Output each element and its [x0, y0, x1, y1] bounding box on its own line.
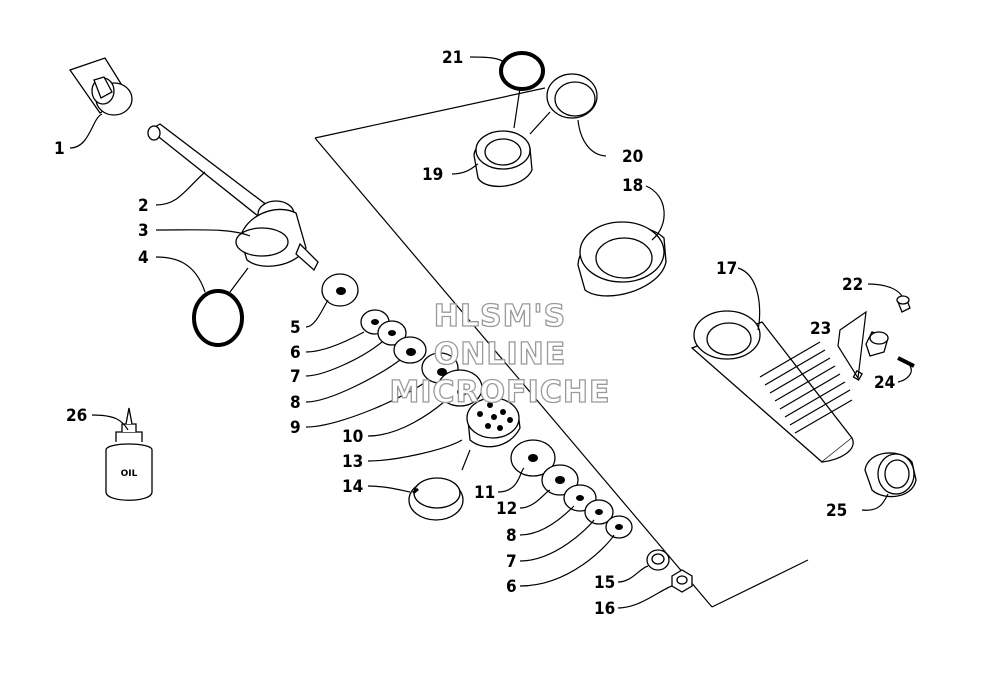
- part-valve-o-ring: [897, 356, 915, 368]
- part-shock-body: [690, 310, 854, 463]
- watermark-line-2: ONLINE: [434, 337, 567, 372]
- part-lower-bushing: [864, 452, 917, 498]
- part-valve-screw: [896, 295, 911, 313]
- part-o-ring-large: [192, 289, 244, 347]
- callout-labels: 1 2 3 4 5 6 7 8 9 10 11 12 8 7 6 13 14 1…: [54, 48, 895, 619]
- part-oil-bottle: OIL: [105, 407, 153, 501]
- label-7-lower: 7: [506, 552, 517, 572]
- label-17: 17: [716, 259, 737, 279]
- oil-bottle-text: OIL: [121, 469, 138, 479]
- label-11: 11: [474, 483, 495, 503]
- label-6-lower: 6: [506, 577, 517, 597]
- label-7-upper: 7: [290, 367, 301, 387]
- part-piston: [466, 397, 521, 448]
- label-5: 5: [290, 318, 301, 338]
- part-band-ring: [546, 73, 598, 119]
- label-18: 18: [622, 176, 643, 196]
- part-end-cap: [473, 130, 533, 188]
- part-washer-stack-lower: [510, 439, 633, 539]
- label-25: 25: [826, 501, 847, 521]
- label-8-lower: 8: [506, 526, 517, 546]
- part-nut: [671, 569, 693, 593]
- leader-lines: [69, 56, 912, 609]
- label-8-upper: 8: [290, 393, 301, 413]
- part-valve-core: [852, 331, 889, 381]
- label-20: 20: [622, 147, 643, 167]
- label-19: 19: [422, 165, 443, 185]
- label-12: 12: [496, 499, 517, 519]
- part-piston-ring: [408, 477, 464, 521]
- label-3: 3: [138, 221, 149, 241]
- label-24: 24: [874, 373, 895, 393]
- label-2: 2: [138, 196, 149, 216]
- part-spring-retainer: [577, 221, 667, 297]
- label-14: 14: [342, 477, 363, 497]
- label-10: 10: [342, 427, 363, 447]
- assembly-outline: [314, 87, 809, 608]
- label-26: 26: [66, 406, 87, 426]
- label-23: 23: [810, 319, 831, 339]
- label-4: 4: [138, 248, 149, 268]
- watermark-line-3: MICROFICHE: [390, 375, 611, 410]
- label-13: 13: [342, 452, 363, 472]
- part-spacer: [646, 549, 670, 571]
- watermark: HLSM'S ONLINE MICROFICHE: [389, 298, 611, 410]
- part-piston-rod: [147, 123, 269, 217]
- label-1: 1: [54, 139, 65, 159]
- label-9: 9: [290, 418, 301, 438]
- label-6-upper: 6: [290, 343, 301, 363]
- label-15: 15: [594, 573, 615, 593]
- label-16: 16: [594, 599, 615, 619]
- part-o-ring-small: [499, 51, 545, 91]
- part-seal-head: [235, 200, 319, 272]
- part-eye-bushing: [68, 57, 133, 116]
- label-21: 21: [442, 48, 463, 68]
- label-22: 22: [842, 275, 863, 295]
- watermark-line-1: HLSM'S: [434, 299, 566, 334]
- part-washer-stack-upper: [321, 273, 483, 407]
